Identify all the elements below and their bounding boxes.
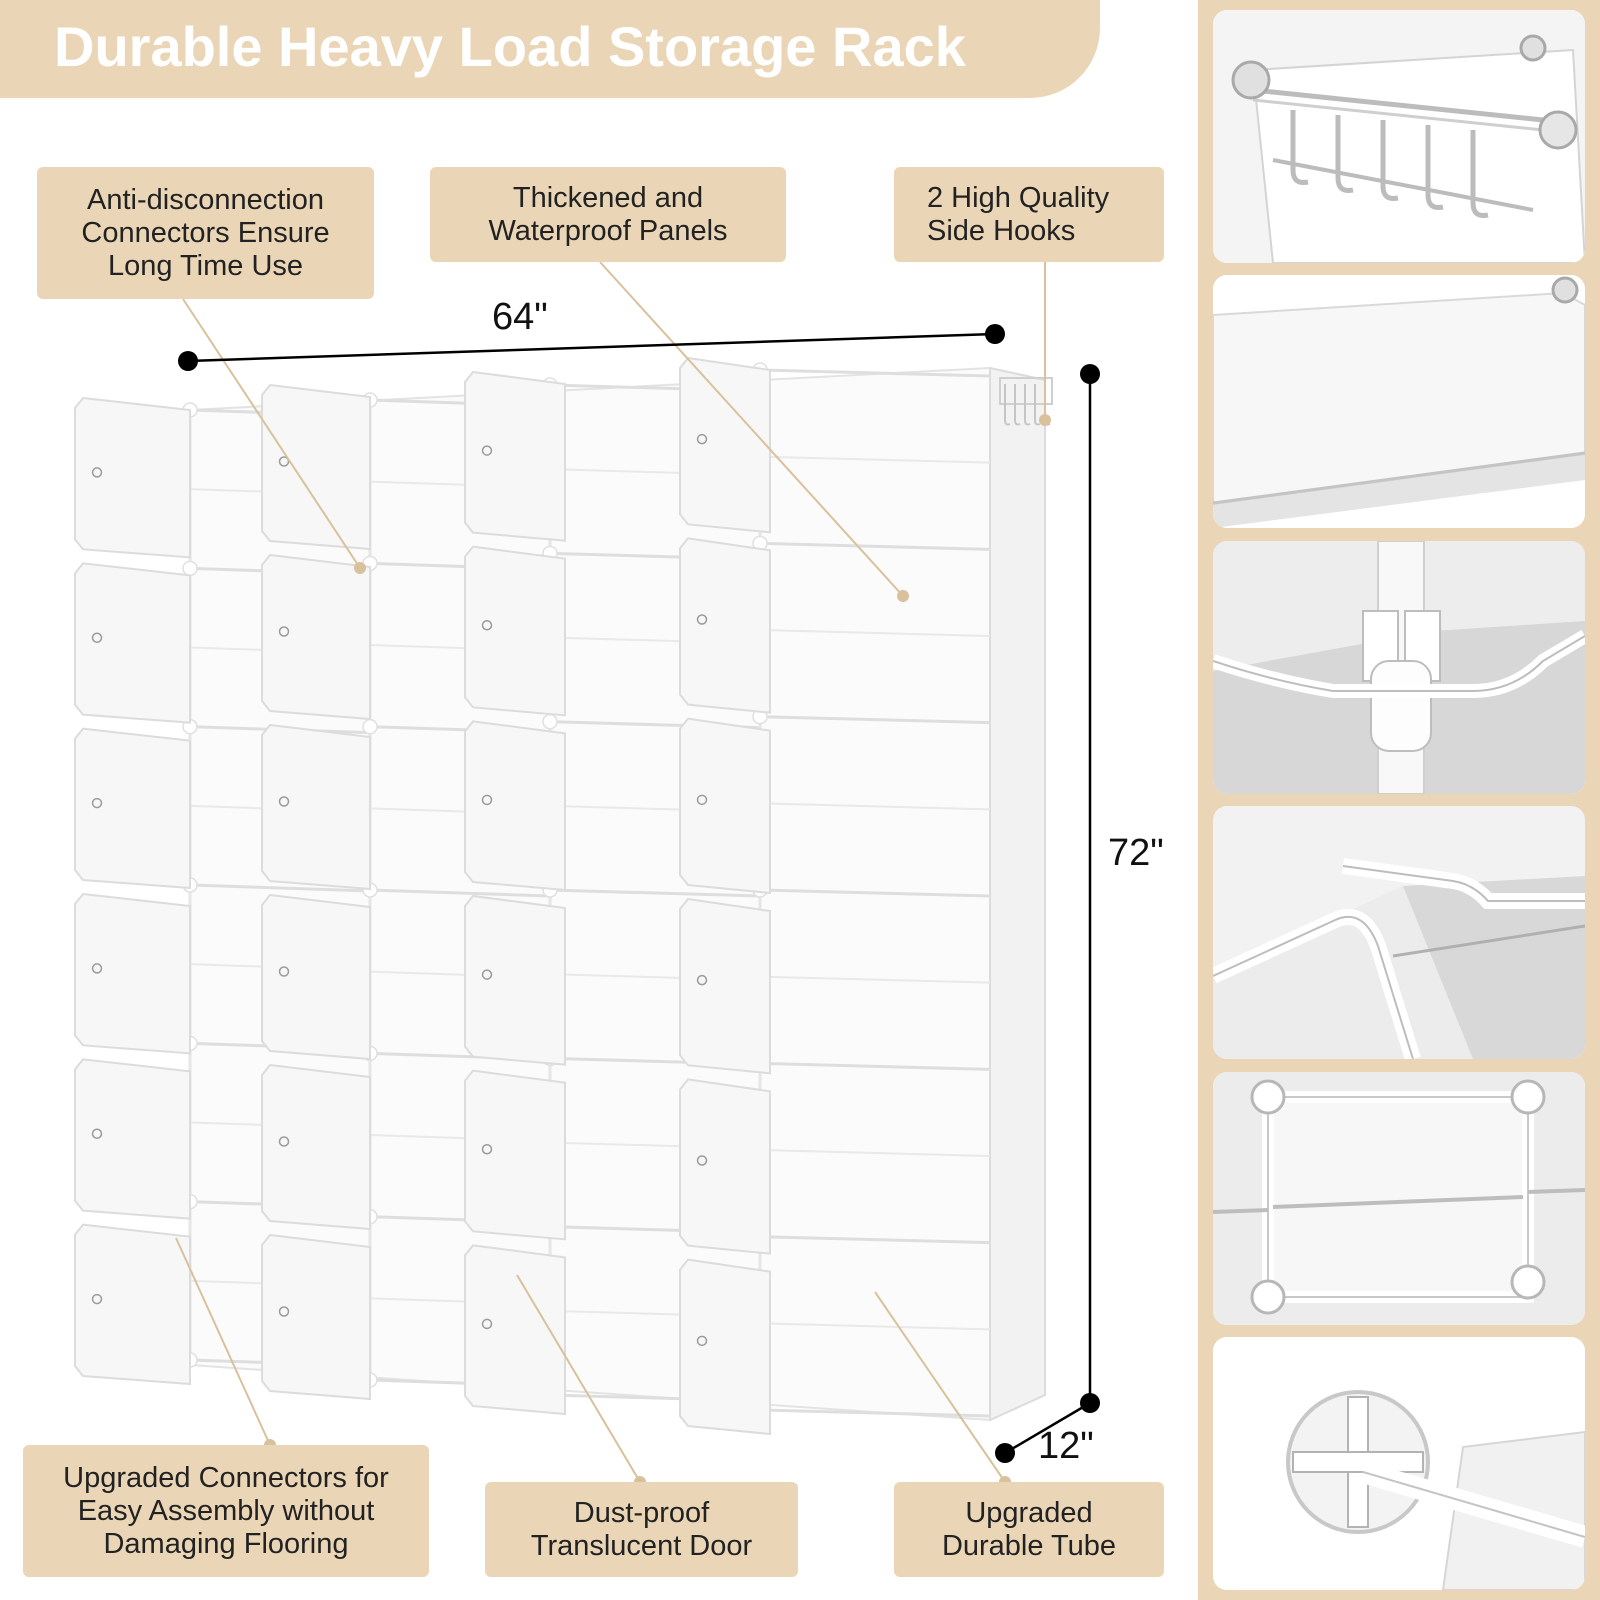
panels-label-line-1: Thickened and <box>512 181 704 214</box>
connector-detail-image <box>1213 541 1585 794</box>
storage-rack-illustration <box>74 261 1100 1488</box>
upgraded-connectors-line-1: Upgraded Connectors for <box>63 1461 389 1494</box>
depth-dimension-label: 12" <box>1038 1425 1094 1467</box>
tube-label-line-1: Upgraded <box>965 1496 1093 1529</box>
tube-label: Upgraded Durable Tube <box>894 1482 1164 1577</box>
hooks-label-line-1: 2 High Quality <box>927 181 1110 214</box>
tube-label-line-2: Durable Tube <box>941 1529 1117 1562</box>
tube-bend-detail-image <box>1213 806 1585 1059</box>
door-label: Dust-proof Translucent Door <box>485 1482 798 1577</box>
door-label-line-2: Translucent Door <box>530 1529 753 1562</box>
connectors-label-line-3: Long Time Use <box>107 249 304 282</box>
connector-joint-detail-image <box>1213 1337 1585 1590</box>
detail-sidebar <box>1198 0 1600 1600</box>
connectors-label-line-2: Connectors Ensure <box>81 216 330 249</box>
hooks-label-line-2: Side Hooks <box>927 214 1076 247</box>
width-dimension-label: 64" <box>492 296 548 338</box>
panels-label: Thickened and Waterproof Panels <box>430 167 786 262</box>
upgraded-connectors-line-3: Damaging Flooring <box>103 1527 349 1560</box>
page-title: Durable Heavy Load Storage Rack <box>54 15 966 78</box>
cube-frame-detail-image <box>1213 1072 1585 1325</box>
upgraded-connectors-line-2: Easy Assembly without <box>77 1494 375 1527</box>
connectors-label-line-1: Anti-disconnection <box>87 183 324 216</box>
panels-label-line-2: Waterproof Panels <box>488 214 728 247</box>
side-hook-detail-image <box>1213 10 1585 263</box>
hooks-label: 2 High Quality Side Hooks <box>894 167 1164 262</box>
height-dimension-label: 72" <box>1108 832 1164 874</box>
upgraded-connectors-label: Upgraded Connectors for Easy Assembly wi… <box>23 1445 429 1577</box>
title-banner: Durable Heavy Load Storage Rack <box>0 0 1100 98</box>
waterproof-panel-detail-image <box>1213 275 1585 528</box>
door-label-line-1: Dust-proof <box>573 1496 710 1529</box>
connectors-label: Anti-disconnection Connectors Ensure Lon… <box>37 167 374 299</box>
